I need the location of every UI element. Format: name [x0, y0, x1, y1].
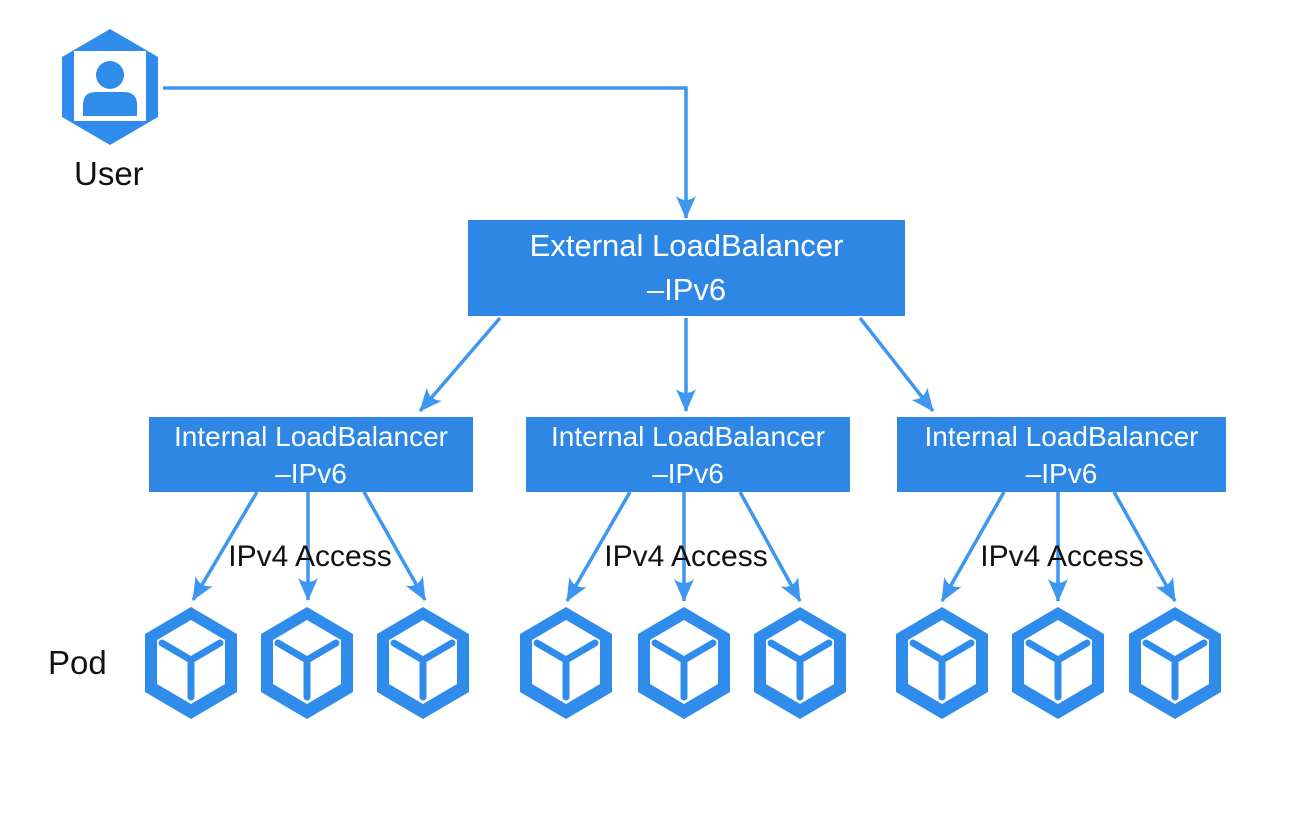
internal-loadbalancer-node-1: Internal LoadBalancer –IPv6 — [149, 417, 473, 492]
internal-loadbalancer-node-3: Internal LoadBalancer –IPv6 — [897, 417, 1226, 492]
internal-lb-subtitle: –IPv6 — [652, 457, 724, 489]
internal-lb-subtitle: –IPv6 — [275, 457, 347, 489]
pod-cube-hexagon-icon — [373, 606, 473, 720]
pod-cube-hexagon-icon — [1008, 606, 1108, 720]
pod-cube-hexagon-icon — [750, 606, 850, 720]
edge-external-to-internal-3 — [858, 316, 935, 413]
user-hexagon-icon — [62, 29, 158, 145]
pod-cube-hexagon-icon — [257, 606, 357, 720]
internal-lb-title: Internal LoadBalancer — [924, 420, 1199, 452]
edge-external-to-internal-1 — [418, 316, 502, 413]
pod-cube-hexagon-icon — [141, 606, 241, 720]
internal-lb-title: Internal LoadBalancer — [174, 420, 448, 452]
internal-lb-subtitle: –IPv6 — [1025, 457, 1098, 489]
ipv4-access-label-1: IPv4 Access — [228, 540, 392, 573]
external-lb-subtitle: –IPv6 — [646, 272, 727, 307]
internal-loadbalancer-node-2: Internal LoadBalancer –IPv6 — [526, 417, 850, 492]
pod-cube-hexagon-icon — [634, 606, 734, 720]
pod-cube-hexagon-icon — [516, 606, 616, 720]
pod-cube-hexagon-icon — [892, 606, 992, 720]
internal-lb-title: Internal LoadBalancer — [551, 420, 825, 452]
user-label: User — [74, 155, 144, 192]
pod-cube-hexagon-icon — [1125, 606, 1225, 720]
external-loadbalancer-node: External LoadBalancer –IPv6 — [468, 220, 905, 316]
pod-row-label: Pod — [48, 644, 107, 681]
ipv4-access-label-3: IPv4 Access — [980, 540, 1144, 573]
user-node — [58, 28, 162, 146]
edge-user-to-external-lb — [163, 86, 696, 219]
external-lb-title: External LoadBalancer — [529, 228, 844, 263]
ipv4-access-label-2: IPv4 Access — [604, 540, 768, 573]
